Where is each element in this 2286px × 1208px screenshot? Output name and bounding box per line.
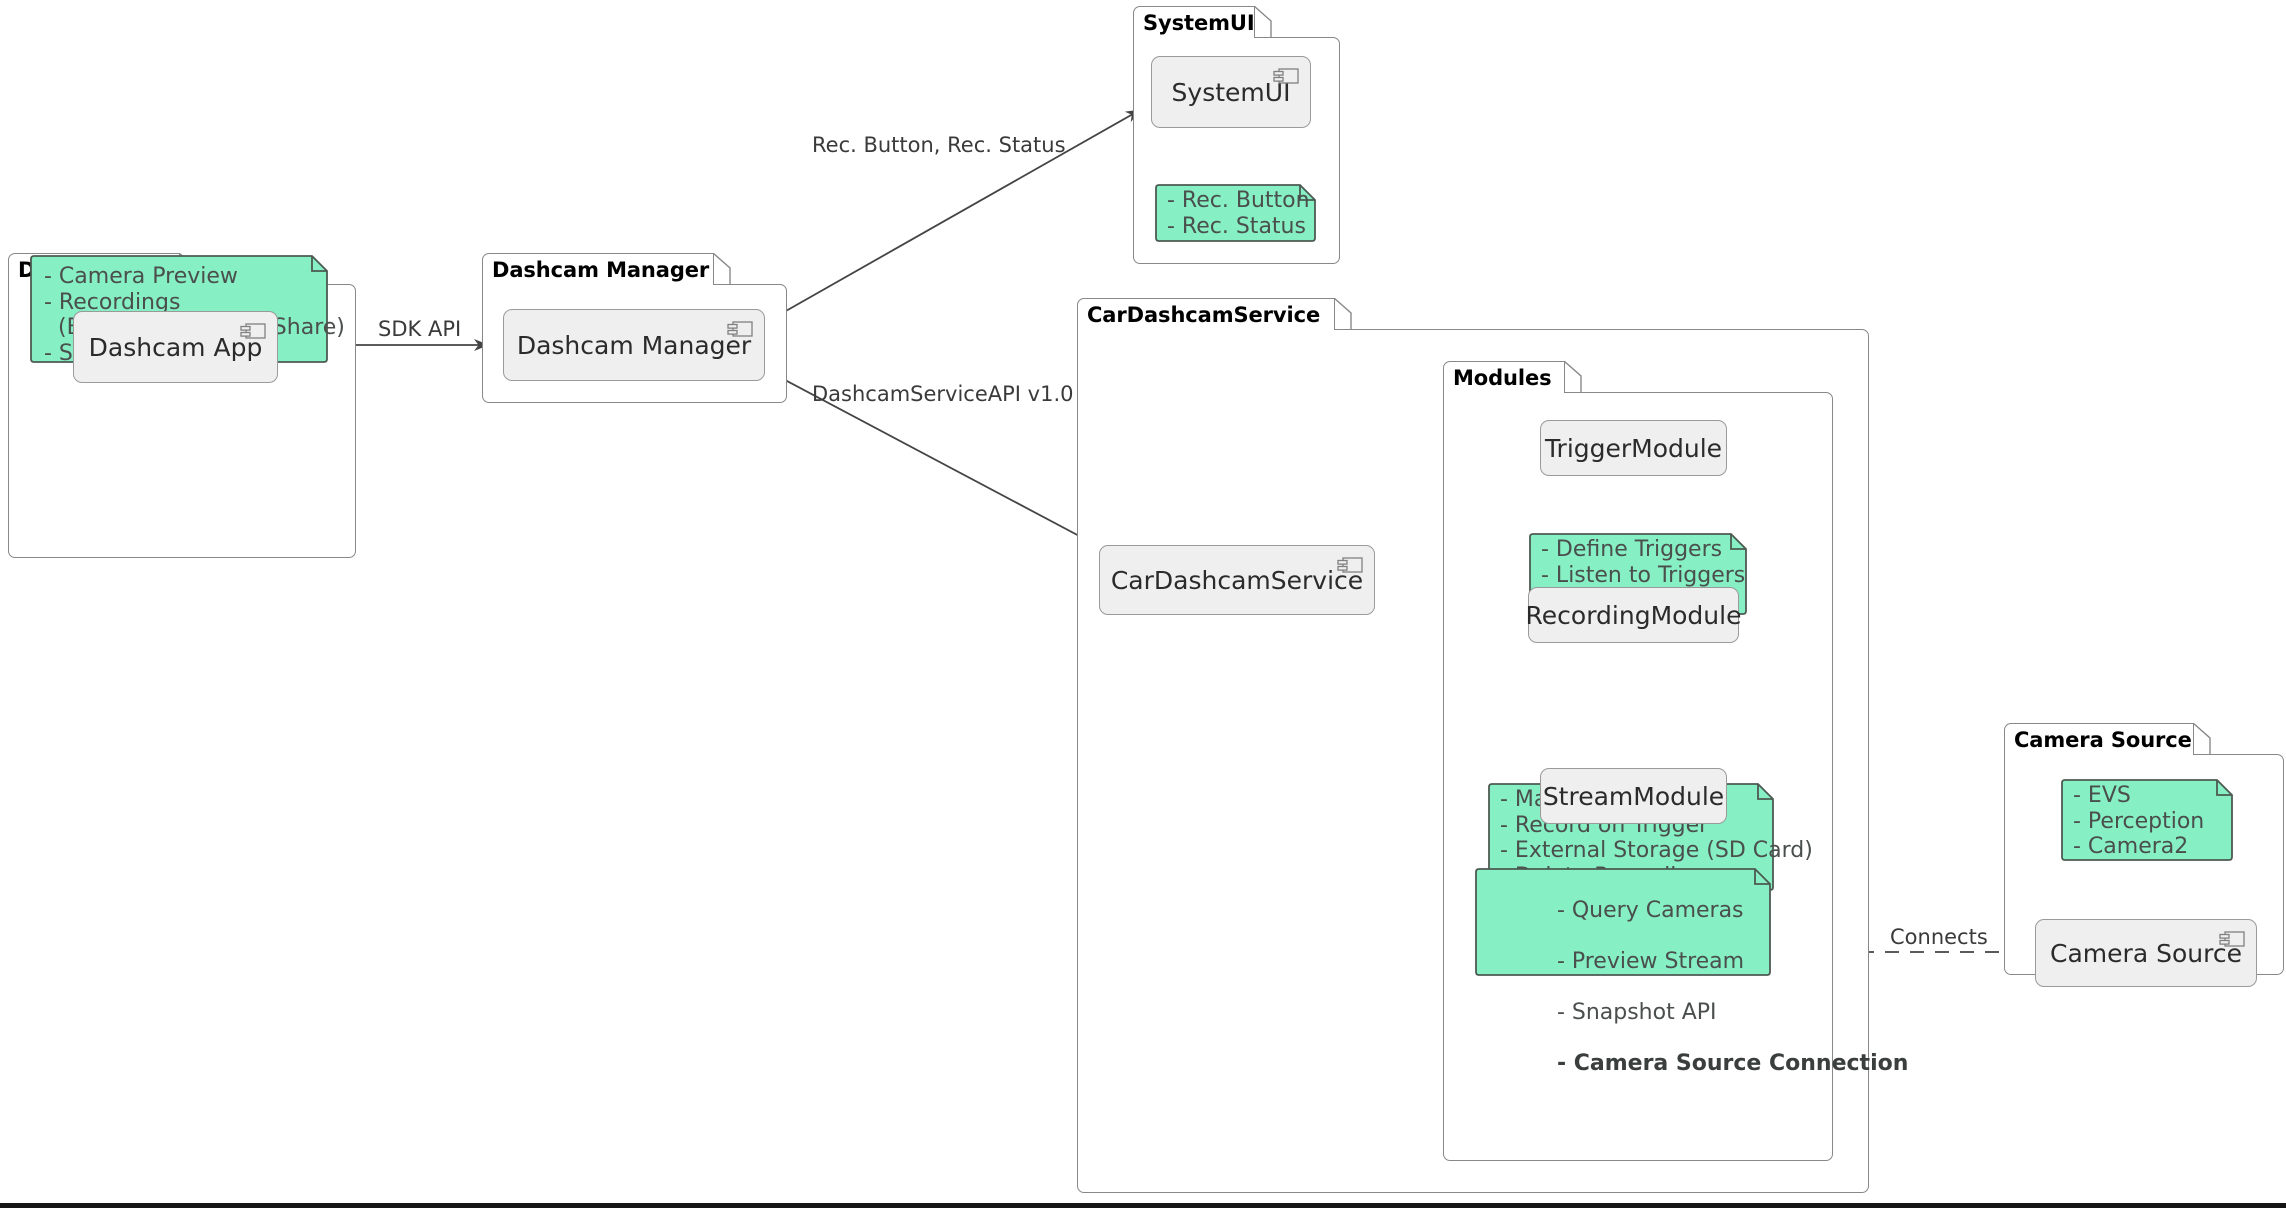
component-label-trigger-module: TriggerModule [1544,433,1723,463]
bottom-divider [0,1203,2286,1208]
component-car-dashcam-service[interactable]: CarDashcamService [1099,545,1375,615]
component-label-system-ui: SystemUI [1171,77,1291,107]
note-camera-source: - EVS - Perception - Camera2 [2059,777,2235,863]
component-label-recording-module: RecordingModule [1525,600,1742,630]
component-camera-source[interactable]: Camera Source [2035,919,2257,987]
package-tab-slant-camera-source [2193,723,2211,755]
package-tab-dashcam-manager: Dashcam Manager [482,253,714,285]
component-dashcam-app[interactable]: Dashcam App [73,311,278,383]
component-trigger-module[interactable]: TriggerModule [1540,420,1727,476]
package-tab-slant-dashcam-manager [713,253,731,285]
note-system-ui: - Rec. Button - Rec. Status [1153,182,1318,244]
note-stream-module: - Query Cameras - Preview Stream - Snaps… [1473,866,1908,1076]
edge-label-sdk-api: SDK API [378,317,462,341]
package-system-ui: SystemUI SystemUI - Rec. Button - Rec. S… [1133,6,1340,264]
component-label-car-dashcam-service: CarDashcamService [1110,565,1364,595]
note-text-stream-module: - Query Cameras - Preview Stream - Snaps… [1473,866,1908,1108]
note-text-system-ui: - Rec. Button - Rec. Status [1167,188,1310,239]
package-dashcam-app: Dashcam App Dashcam App - Camera Preview… [8,253,356,558]
package-tab-car-dashcam-service: CarDashcamService [1077,298,1335,330]
edge-label-connects: Connects [1890,925,1988,949]
package-title-modules: Modules [1453,365,1552,390]
note-shape [2061,779,2233,861]
package-title-system-ui: SystemUI [1143,10,1255,35]
package-tab-system-ui: SystemUI [1133,6,1255,38]
package-tab-camera-source: Camera Source [2004,723,2194,755]
note-text-camera-source: - EVS - Perception - Camera2 [2073,783,2205,859]
note-line: - Query Cameras [1556,897,1744,923]
package-camera-source: Camera Source - EVS - Perception - Camer… [2004,723,2284,987]
note-line: - Snapshot API [1556,999,1717,1025]
component-icon [1273,68,1299,84]
package-tab-modules: Modules [1443,361,1565,393]
component-system-ui[interactable]: SystemUI [1151,56,1311,128]
component-recording-module[interactable]: RecordingModule [1526,587,1741,643]
component-label-dashcam-manager: Dashcam Manager [516,330,752,360]
component-label-dashcam-app: Dashcam App [88,332,263,362]
package-tab-slant-system-ui [1254,6,1272,38]
package-car-dashcam-service: CarDashcamService CarDashcamService Modu… [1077,298,1908,1193]
edge-label-dashcam-service-api: DashcamServiceAPI v1.0 [812,382,1074,406]
package-tab-slant-modules [1564,361,1582,393]
package-dashcam-manager: Dashcam Manager Dashcam Manager [482,253,787,403]
component-icon [1337,557,1363,573]
package-modules: Modules TriggerModule - Define Triggers … [1443,361,1908,1161]
component-icon [2219,931,2245,947]
component-label-stream-module: StreamModule [1542,781,1725,811]
component-icon [240,323,266,339]
package-tab-slant-car-dashcam-service [1334,298,1352,330]
component-stream-module[interactable]: StreamModule [1540,768,1727,824]
note-line-bold: - Camera Source Connection [1556,1050,1909,1076]
note-line: - Preview Stream [1556,948,1745,974]
note-shape [1155,184,1316,242]
package-title-dashcam-manager: Dashcam Manager [492,257,710,282]
component-label-camera-source: Camera Source [2050,938,2242,968]
package-title-car-dashcam-service: CarDashcamService [1087,302,1321,327]
component-dashcam-manager[interactable]: Dashcam Manager [503,309,765,381]
package-title-camera-source: Camera Source [2014,727,2192,752]
edge-label-rec-button-status: Rec. Button, Rec. Status [812,133,1066,157]
component-icon [727,321,753,337]
